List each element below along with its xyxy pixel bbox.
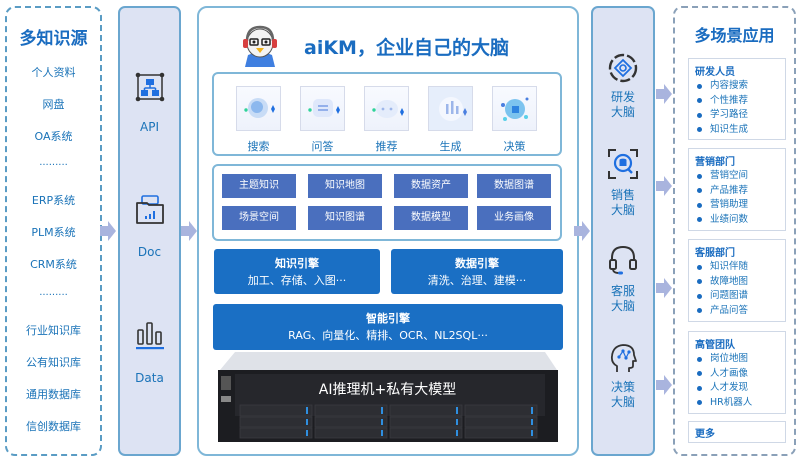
mascot-avatar-icon (239, 23, 281, 67)
arrow-icon (656, 176, 672, 196)
applications-panel: 多场景应用 研发人员 内容搜索 个性推荐 学习路径 知识生成 营销部门 营销空间… (673, 6, 796, 456)
brain-label-rd: 研发大脑 (610, 90, 635, 119)
capability-label-recommend: 推荐 (375, 140, 398, 153)
tile-item[interactable]: 场景空间 (222, 206, 296, 230)
more-label: 更多 (695, 429, 715, 440)
rd-network-icon (607, 52, 639, 88)
decision-icon[interactable] (492, 86, 537, 131)
ai-engine-title: 智能引擎 (366, 312, 410, 325)
data-engine-title: 数据引擎 (455, 257, 499, 270)
department-title: 研发人员 (695, 67, 735, 78)
arrow-icon (181, 221, 197, 241)
department-item: 业绩问数 (695, 213, 779, 228)
headset-icon (607, 244, 639, 280)
tile-item[interactable]: 数据模型 (394, 206, 468, 230)
department-item: 学习路径 (695, 108, 779, 123)
knowledge-engine-subtitle: 加工、存储、入图··· (247, 274, 347, 287)
tile-item[interactable]: 知识图谱 (308, 206, 382, 230)
department-item: HR机器人 (695, 396, 779, 411)
department-card-marketing[interactable]: 营销部门 营销空间 产品推荐 营销助理 业绩问数 (688, 148, 786, 231)
arrow-icon (100, 221, 116, 241)
department-item: 岗位地图 (695, 352, 779, 367)
source-ellipsis: ········· (39, 290, 68, 301)
bar-chart-icon (135, 320, 165, 354)
department-item: 知识生成 (695, 123, 779, 138)
source-item: 公有知识库 (26, 356, 81, 369)
arrow-icon (656, 84, 672, 104)
brain-label-service: 客服大脑 (610, 284, 635, 313)
assets-box: 主题知识 知识地图 数据资产 数据图谱 场景空间 知识图谱 数据模型 业务画像 (212, 164, 562, 241)
source-item: 信创数据库 (26, 420, 81, 433)
more-button[interactable]: 更多 (688, 421, 786, 443)
brain-label-sales: 销售大脑 (610, 188, 635, 217)
capability-label-generate: 生成 (439, 140, 462, 153)
department-card-rd[interactable]: 研发人员 内容搜索 个性推荐 学习路径 知识生成 (688, 58, 786, 140)
department-title: 客服部门 (695, 248, 735, 259)
connector-label-api: API (140, 120, 159, 134)
department-item: 营销空间 (695, 169, 779, 184)
data-engine-block: 数据引擎 清洗、治理、建模··· (391, 249, 563, 294)
tile-item[interactable]: 业务画像 (477, 206, 551, 230)
search-bubble-icon[interactable] (236, 86, 281, 131)
tile-item[interactable]: 数据资产 (394, 174, 468, 198)
brain-label-decision: 决策大脑 (610, 380, 635, 409)
department-title: 高管团队 (695, 340, 735, 351)
robot-face-icon[interactable] (364, 86, 409, 131)
department-card-executive[interactable]: 高管团队 岗位地图 人才画像 人才发现 HR机器人 (688, 331, 786, 414)
ai-engine-subtitle: RAG、向量化、精排、OCR、NL2SQL··· (288, 329, 488, 342)
folder-chart-icon (135, 194, 165, 230)
head-brain-icon (607, 342, 639, 378)
department-item: 人才发现 (695, 381, 779, 396)
source-item: 网盘 (42, 98, 65, 111)
department-card-service[interactable]: 客服部门 知识伴随 故障地图 问题图谱 产品问答 (688, 239, 786, 322)
api-hierarchy-icon (135, 72, 165, 106)
knowledge-engine-block: 知识引擎 加工、存储、入图··· (214, 249, 380, 294)
department-item: 个性推荐 (695, 94, 779, 109)
sources-panel: 多知识源 个人资料 网盘 OA系统 ········· ERP系统 PLM系统 … (5, 6, 102, 456)
department-item: 产品问答 (695, 304, 779, 319)
source-item: OA系统 (34, 130, 73, 143)
sales-database-scan-icon (607, 148, 639, 184)
department-item: 知识伴随 (695, 260, 779, 275)
source-ellipsis: ········· (39, 160, 68, 171)
server-label: AI推理机+私有大模型 (318, 382, 457, 398)
arrow-icon (574, 221, 590, 241)
department-item: 产品推荐 (695, 184, 779, 199)
tile-item[interactable]: 主题知识 (222, 174, 296, 198)
source-item: 个人资料 (31, 66, 76, 79)
source-item: CRM系统 (30, 258, 77, 271)
department-title: 营销部门 (695, 157, 735, 168)
sources-title: 多知识源 (19, 29, 88, 49)
connector-label-doc: Doc (137, 245, 162, 259)
data-engine-subtitle: 清洗、治理、建模··· (427, 274, 527, 287)
ai-engine-block: 智能引擎 RAG、向量化、精排、OCR、NL2SQL··· (213, 304, 563, 350)
department-item: 营销助理 (695, 198, 779, 213)
source-item: 行业知识库 (26, 324, 81, 337)
capability-label-decision: 决策 (503, 140, 526, 153)
department-item: 问题图谱 (695, 289, 779, 304)
department-item: 人才画像 (695, 367, 779, 382)
source-item: ERP系统 (31, 194, 76, 207)
department-item: 故障地图 (695, 275, 779, 290)
brains-column: 研发大脑 销售大脑 客服大脑 决策大脑 (591, 6, 655, 456)
capability-label-search: 搜索 (247, 140, 270, 153)
knowledge-engine-title: 知识引擎 (275, 257, 319, 270)
connectors-column: API Doc Data (118, 6, 181, 456)
tile-item[interactable]: 知识地图 (308, 174, 382, 198)
chat-bubble-icon[interactable] (300, 86, 345, 131)
generate-icon[interactable] (428, 86, 473, 131)
arrow-icon (656, 375, 672, 395)
arrow-icon (656, 278, 672, 298)
source-item: 通用数据库 (26, 388, 81, 401)
server-image: AI推理机+私有大模型 (215, 352, 560, 444)
capability-label-qa: 问答 (311, 140, 334, 153)
applications-title: 多场景应用 (694, 26, 775, 45)
department-item: 内容搜索 (695, 79, 779, 94)
connector-label-data: Data (135, 371, 164, 385)
headline-title: aiKM，企业自己的大脑 (304, 37, 509, 59)
capabilities-box: 搜索 问答 推荐 生成 决策 (212, 72, 562, 156)
source-item: PLM系统 (31, 226, 76, 239)
tile-item[interactable]: 数据图谱 (477, 174, 551, 198)
